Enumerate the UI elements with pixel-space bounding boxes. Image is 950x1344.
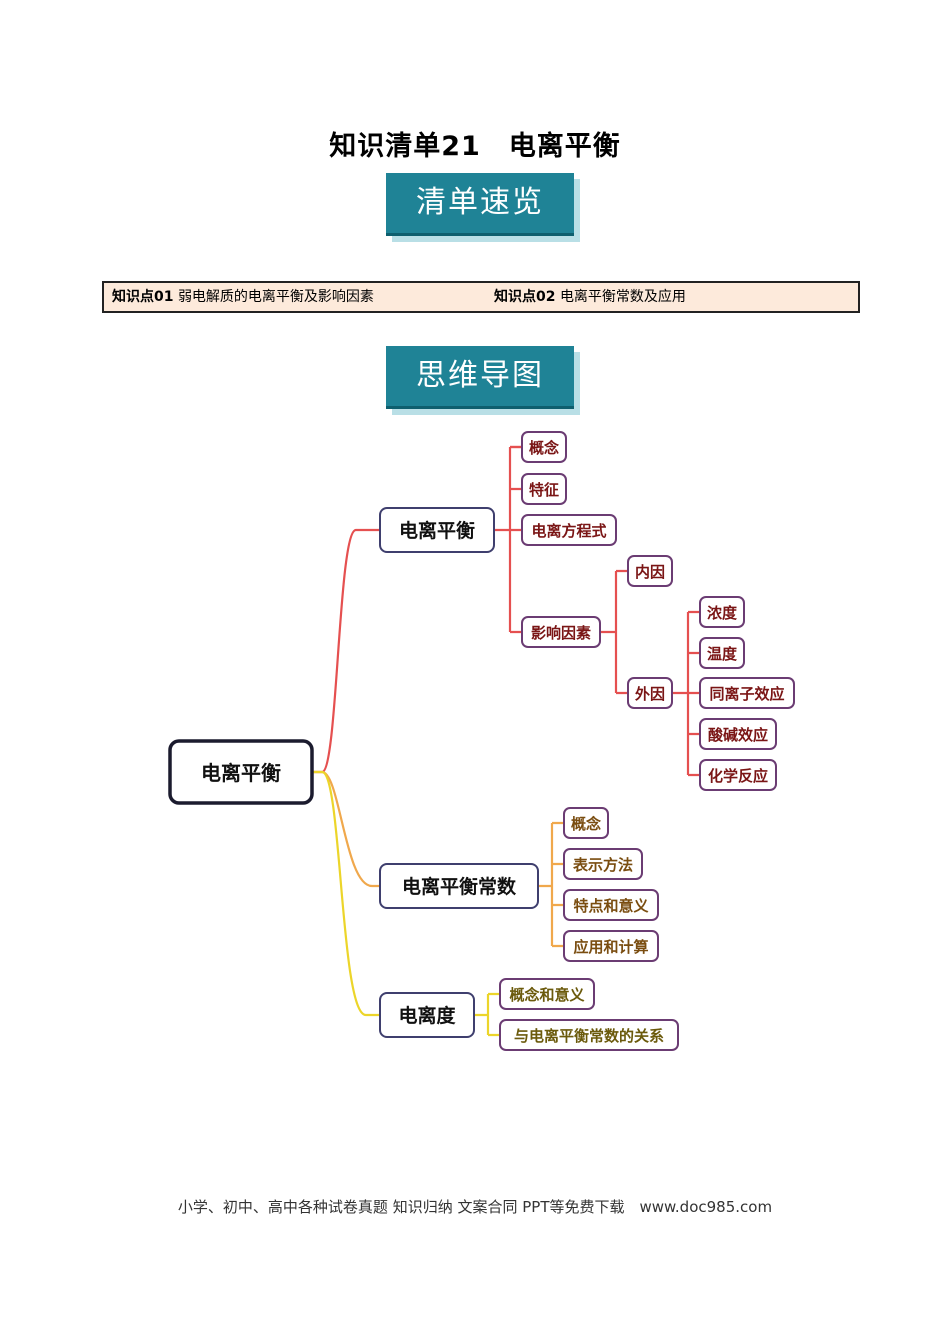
mindmap-connectors xyxy=(312,445,700,1037)
leaf-ext-reaction: 化学反应 xyxy=(699,759,777,791)
leaf-ext-concentration-label: 浓度 xyxy=(707,604,738,622)
leaf-b2-concept-label: 概念 xyxy=(571,815,601,833)
branch2-node: 电离平衡常数 xyxy=(379,863,539,909)
leaf-b3-relation: 与电离平衡常数的关系 xyxy=(499,1019,679,1051)
leaf-b2-calculation-label: 应用和计算 xyxy=(573,938,648,956)
kp1-text: 弱电解质的电离平衡及影响因素 xyxy=(177,289,374,305)
branch1-node: 电离平衡 xyxy=(379,507,495,553)
branch3-connectors xyxy=(474,992,500,1037)
leaf-b2-expression: 表示方法 xyxy=(563,848,643,880)
knowledge-point-1: 知识点01 弱电解质的电离平衡及影响因素 xyxy=(112,283,374,311)
branch2-label: 电离平衡常数 xyxy=(402,875,517,898)
leaf-b1-factors: 影响因素 xyxy=(521,616,601,648)
leaf-ext-common-ion: 同离子效应 xyxy=(699,677,795,709)
kp2-num: 02 xyxy=(536,289,556,305)
leaf-b1-equation: 电离方程式 xyxy=(521,514,617,546)
kp1-tag: 知识点 xyxy=(112,289,154,305)
mindmap-banner: 思维导图 xyxy=(386,346,574,409)
kp1-num: 01 xyxy=(154,289,174,305)
page-footer: 小学、初中、高中各种试卷真题 知识归纳 文案合同 PPT等免费下载 www.do… xyxy=(177,1198,773,1216)
leaf-b3-concept: 概念和意义 xyxy=(499,978,595,1010)
leaf-b1-features: 特征 xyxy=(521,473,567,505)
kp2-tag: 知识点 xyxy=(494,289,536,305)
mindmap-root-node: 电离平衡 xyxy=(168,739,314,805)
leaf-b2-meaning-label: 特点和意义 xyxy=(573,897,648,915)
branch3-label: 电离度 xyxy=(398,1004,456,1027)
leaf-ext-concentration: 浓度 xyxy=(699,596,745,628)
leaf-b2-calculation: 应用和计算 xyxy=(563,930,659,962)
leaf-ext-common-ion-label: 同离子效应 xyxy=(709,685,784,703)
branch3-node: 电离度 xyxy=(379,992,475,1038)
leaf-b1-features-label: 特征 xyxy=(529,481,559,499)
page-title: 知识清单21 电离平衡 xyxy=(329,131,621,162)
leaf-b2-expression-label: 表示方法 xyxy=(573,856,633,874)
leaf-b1-concept-label: 概念 xyxy=(529,439,559,457)
leaf-external-factor-label: 外因 xyxy=(634,685,665,703)
leaf-ext-acid-base: 酸碱效应 xyxy=(699,718,777,750)
knowledge-point-list: 知识点01 弱电解质的电离平衡及影响因素 知识点02 电离平衡常数及应用 xyxy=(102,281,860,313)
leaf-b2-concept: 概念 xyxy=(563,807,609,839)
connector-root-branch2 xyxy=(312,770,380,888)
connector-root-branch3 xyxy=(312,770,380,1017)
leaf-ext-temperature: 温度 xyxy=(699,637,745,669)
leaf-b3-concept-label: 概念和意义 xyxy=(509,986,584,1004)
branch2-connectors xyxy=(538,821,564,948)
leaf-b3-relation-label: 与电离平衡常数的关系 xyxy=(514,1027,664,1045)
leaf-b1-equation-label: 电离方程式 xyxy=(531,522,606,540)
leaf-b2-meaning: 特点和意义 xyxy=(563,889,659,921)
leaf-b1-factors-label: 影响因素 xyxy=(531,624,591,642)
overview-banner: 清单速览 xyxy=(386,173,574,236)
root-label: 电离平衡 xyxy=(201,761,281,785)
connector-root-branch1 xyxy=(312,528,380,774)
leaf-b1-concept: 概念 xyxy=(521,431,567,463)
leaf-internal-factor: 内因 xyxy=(627,555,673,587)
leaf-ext-acid-base-label: 酸碱效应 xyxy=(708,726,768,744)
leaf-ext-temperature-label: 温度 xyxy=(707,645,738,663)
leaf-internal-factor-label: 内因 xyxy=(635,563,665,581)
kp2-text: 电离平衡常数及应用 xyxy=(559,289,686,305)
branch1-connectors xyxy=(494,445,700,777)
leaf-external-factor: 外因 xyxy=(627,677,673,709)
knowledge-point-2: 知识点02 电离平衡常数及应用 xyxy=(494,283,686,311)
leaf-ext-reaction-label: 化学反应 xyxy=(708,767,768,785)
branch1-label: 电离平衡 xyxy=(399,519,475,542)
